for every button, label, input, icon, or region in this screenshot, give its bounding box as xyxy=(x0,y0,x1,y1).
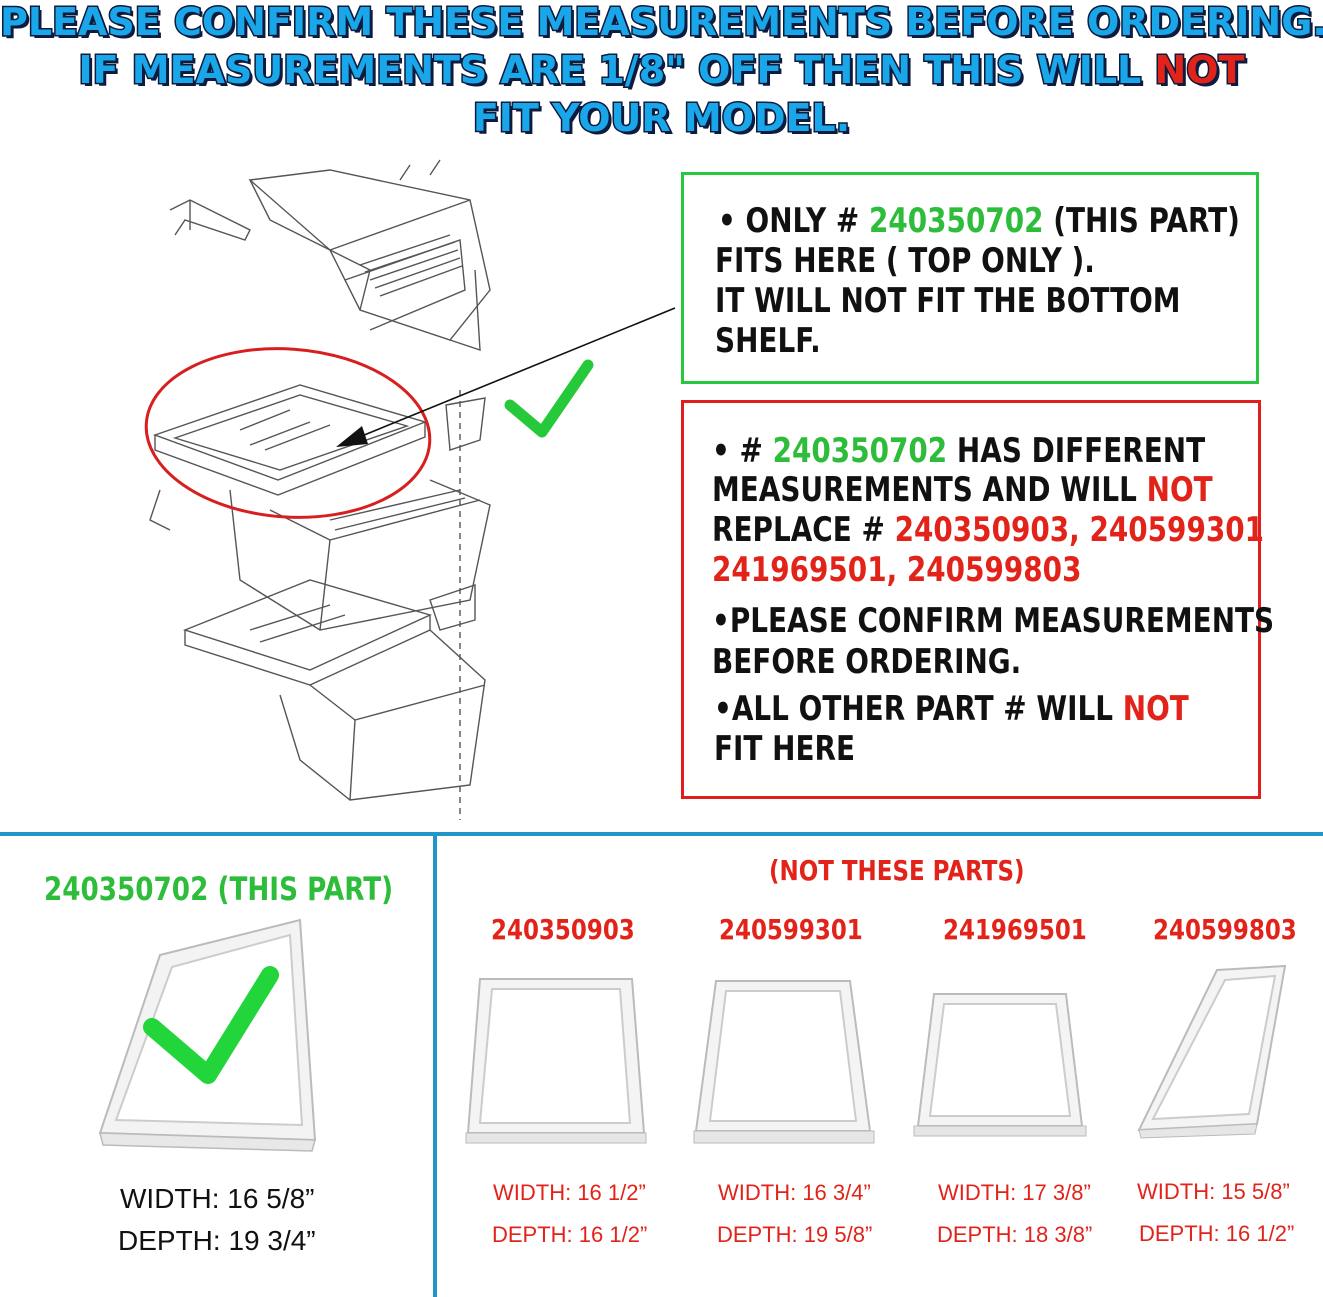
green-box-line-3: IT WILL NOT FIT THE BOTTOM xyxy=(715,281,1181,321)
part-4-width: WIDTH: 15 5/8” xyxy=(1137,1179,1290,1204)
red-line-7-not: NOT xyxy=(1122,689,1189,729)
header-line-2-text: IF MEASUREMENTS ARE 1/8" OFF THEN THIS W… xyxy=(77,47,1155,94)
this-part-width: WIDTH: 16 5/8” xyxy=(120,1183,315,1214)
shelf-image-1 xyxy=(465,978,647,1144)
green-box-line-2: FITS HERE ( TOP ONLY ). xyxy=(715,241,1095,281)
checkmark-icon xyxy=(504,359,594,438)
part-2-depth: DEPTH: 19 5/8” xyxy=(717,1222,873,1247)
green-box-line-1: • ONLY # 240350702 (THIS PART) xyxy=(718,204,1323,238)
not-these-heading: (NOT THESE PARTS) xyxy=(769,854,1025,887)
this-part-number: 240350702 xyxy=(44,870,209,908)
vertical-divider xyxy=(433,834,437,1297)
green-line-1-part: 240350702 xyxy=(868,201,1044,241)
shelf-image-2 xyxy=(693,980,875,1144)
green-line-1-prefix: • ONLY # xyxy=(718,201,869,241)
red-box-line-7: •ALL OTHER PART # WILL NOT xyxy=(714,692,1293,726)
red-box-line-2: MEASUREMENTS AND WILL NOT xyxy=(712,473,1323,507)
red-line-3-parts: 240350903, 240599301 xyxy=(894,510,1265,550)
part-number-3: 241969501 xyxy=(943,913,1087,946)
part-number-2: 240599301 xyxy=(719,913,863,946)
red-box-line-1: • # 240350702 HAS DIFFERENT xyxy=(712,434,1313,468)
red-line-7-prefix: •ALL OTHER PART # WILL xyxy=(714,689,1123,729)
part-3-depth: DEPTH: 18 3/8” xyxy=(937,1222,1093,1247)
shelf-image-4 xyxy=(1137,964,1287,1139)
header-not-emphasis: NOT xyxy=(1153,47,1246,94)
part-3-width: WIDTH: 17 3/8” xyxy=(938,1180,1091,1205)
red-warning-box xyxy=(681,400,1261,799)
horizontal-divider xyxy=(0,832,1323,836)
green-info-box xyxy=(681,172,1259,384)
red-box-line-5: •PLEASE CONFIRM MEASUREMENTS xyxy=(712,601,1275,641)
shelf-image-3 xyxy=(913,993,1087,1137)
red-box-line-3: REPLACE # 240350903, 240599301 xyxy=(712,513,1323,547)
arrow-line xyxy=(351,307,676,441)
part-1-depth: DEPTH: 16 1/2” xyxy=(492,1222,648,1247)
red-box-line-4: 241969501, 240599803 xyxy=(712,550,1082,590)
this-part-shelf-image xyxy=(98,918,317,1152)
highlight-ellipse xyxy=(144,347,432,519)
checkmark-icon xyxy=(143,966,279,1084)
red-line-1-part: 240350702 xyxy=(772,431,948,471)
header-line-3: FIT YOUR MODEL. xyxy=(0,95,1323,142)
part-2-width: WIDTH: 16 3/4” xyxy=(718,1180,871,1205)
header-line-1-text: PLEASE CONFIRM THESE MEASUREMENTS BEFORE… xyxy=(0,0,1323,46)
green-line-1-suffix: (THIS PART) xyxy=(1043,201,1240,241)
red-line-2-not: NOT xyxy=(1146,470,1213,510)
part-number-4: 240599803 xyxy=(1153,913,1297,946)
red-line-1-suffix: HAS DIFFERENT xyxy=(947,431,1206,471)
part-number-1: 240350903 xyxy=(491,913,635,946)
red-line-1-prefix: • # xyxy=(712,431,773,471)
red-line-2-prefix: MEASUREMENTS AND WILL xyxy=(712,470,1147,510)
red-box-line-8: FIT HERE xyxy=(714,729,856,769)
header-line-1: PLEASE CONFIRM THESE MEASUREMENTS BEFORE… xyxy=(0,0,1323,46)
part-1-width: WIDTH: 16 1/2” xyxy=(493,1180,646,1205)
red-box-line-6: BEFORE ORDERING. xyxy=(712,642,1022,682)
this-part-suffix: (THIS PART) xyxy=(208,870,394,908)
green-box-line-4: SHELF. xyxy=(715,321,821,361)
header-line-2: IF MEASUREMENTS ARE 1/8" OFF THEN THIS W… xyxy=(0,47,1323,94)
header-line-3-text: FIT YOUR MODEL. xyxy=(471,95,851,142)
arrow-icon xyxy=(336,426,368,447)
this-part-title: 240350702 (THIS PART) xyxy=(44,870,470,908)
this-part-depth: DEPTH: 19 3/4” xyxy=(118,1225,316,1256)
crisper-drawer-diagram xyxy=(144,159,676,820)
part-4-depth: DEPTH: 16 1/2” xyxy=(1139,1221,1295,1246)
red-line-3-prefix: REPLACE # xyxy=(712,510,895,550)
